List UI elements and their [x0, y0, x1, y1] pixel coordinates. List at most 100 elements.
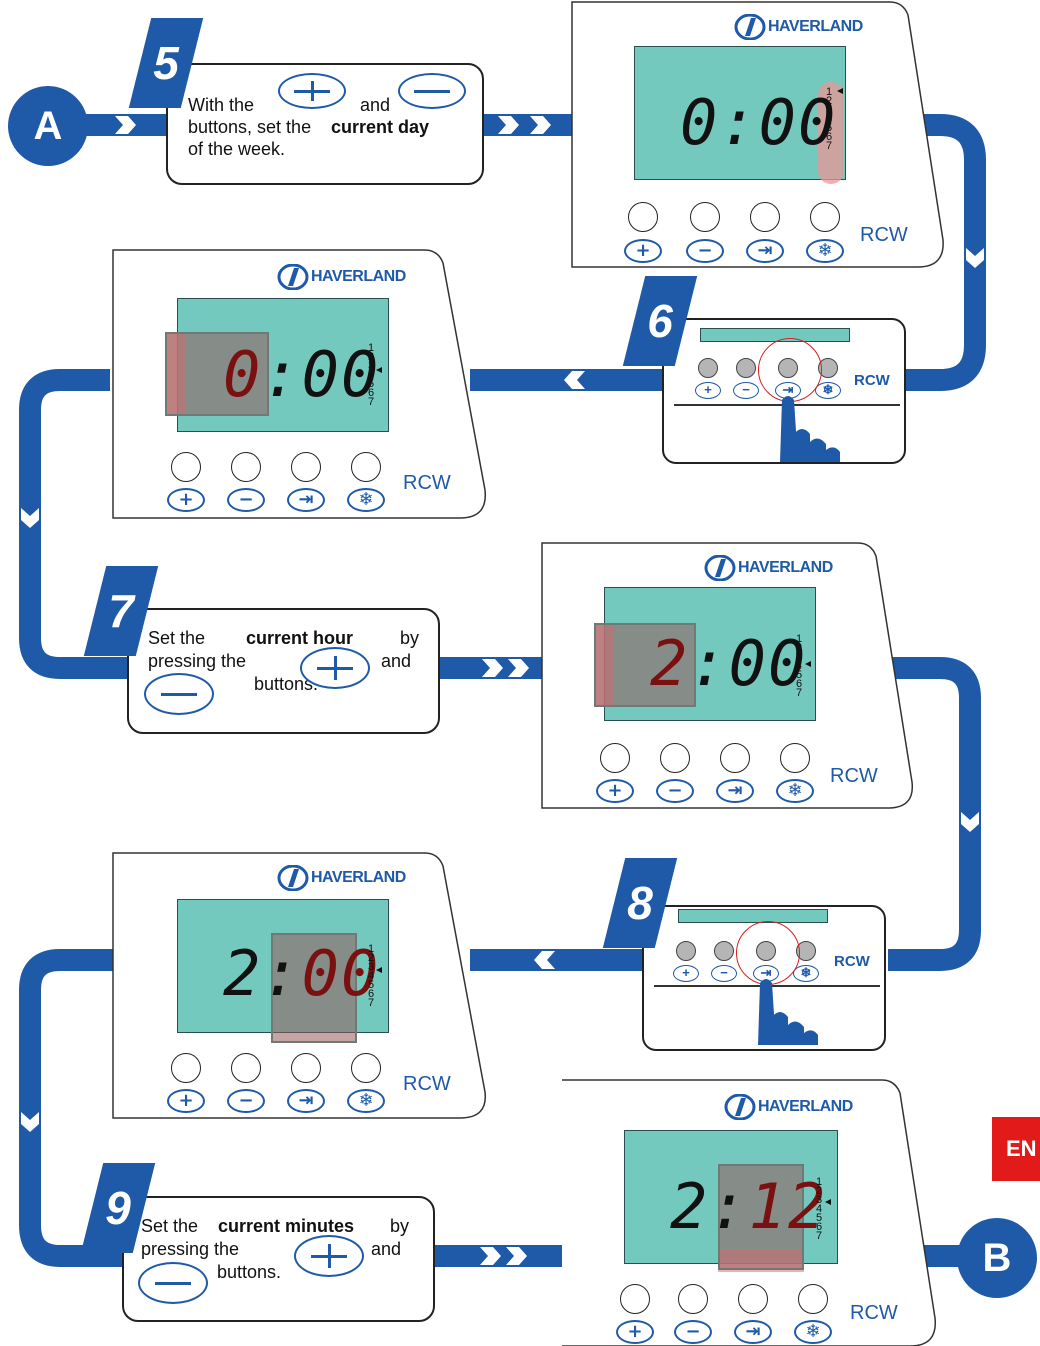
haverland-logo-icon	[277, 264, 309, 290]
plus-button[interactable]	[600, 743, 630, 773]
snowflake-icon: ❄	[347, 488, 385, 512]
day-indicator-highlight	[818, 82, 844, 184]
end-badge: B	[957, 1218, 1037, 1298]
snowflake-icon: ❄	[793, 965, 819, 982]
haverland-logo-icon	[704, 555, 736, 581]
snowflake-icon: ❄	[347, 1089, 385, 1113]
haverland-logo-icon	[734, 14, 766, 40]
snowflake-icon: ❄	[815, 382, 841, 399]
plus-button[interactable]	[620, 1284, 650, 1314]
model-label: RCW	[860, 224, 908, 246]
model-label: RCW	[850, 1302, 898, 1324]
chevron-left-icon	[534, 951, 555, 969]
brand-name: HAVERLAND	[738, 559, 833, 576]
haverland-logo-icon	[277, 865, 309, 891]
minus-button[interactable]	[231, 452, 261, 482]
lcd-time: 2:00	[650, 627, 808, 700]
model-label: RCW	[830, 765, 878, 787]
step-9-text-bold: current minutes	[218, 1216, 355, 1236]
plus-icon: +	[167, 1089, 205, 1113]
enter-icon: ⇥	[287, 488, 325, 512]
frost-button[interactable]	[351, 1053, 381, 1083]
plus-button[interactable]	[171, 1053, 201, 1083]
chevron-down-icon	[961, 812, 979, 832]
enter-button[interactable]	[750, 202, 780, 232]
pointing-hand-icon	[780, 396, 840, 462]
flow-path-5	[880, 657, 981, 971]
plus-icon: +	[624, 239, 662, 263]
plus-button-icon	[300, 647, 370, 689]
chevron-left-icon	[564, 371, 585, 389]
step-9-text-post: buttons.	[217, 1262, 282, 1282]
enter-icon: ⇥	[734, 1320, 772, 1344]
minus-button[interactable]	[690, 202, 720, 232]
plus-button[interactable]	[676, 941, 696, 961]
start-badge: A	[8, 86, 88, 166]
plus-icon: +	[695, 382, 721, 399]
minus-button[interactable]	[714, 941, 734, 961]
enter-button[interactable]	[738, 1284, 768, 1314]
hour-highlight	[594, 623, 696, 707]
step-7-text-press: pressing the	[148, 651, 247, 671]
lcd-time: 2:00	[223, 937, 381, 1010]
minus-button-icon	[138, 1262, 208, 1304]
snowflake-icon: ❄	[806, 239, 844, 263]
chevron-down-icon	[21, 508, 39, 528]
flow-path-7	[19, 949, 122, 1267]
brand-name: HAVERLAND	[758, 1098, 853, 1115]
step-6-zoom: + − ⇥ ❄ RCW	[662, 318, 906, 464]
minus-button[interactable]	[678, 1284, 708, 1314]
minus-button[interactable]	[231, 1053, 261, 1083]
minus-icon: −	[656, 779, 694, 803]
enter-icon: ⇥	[746, 239, 784, 263]
minus-icon: −	[674, 1320, 712, 1344]
enter-button[interactable]	[720, 743, 750, 773]
plus-icon: +	[616, 1320, 654, 1344]
step-7-text-post: buttons.	[254, 674, 319, 694]
minus-button-icon	[144, 673, 214, 715]
model-label: RCW	[403, 472, 451, 494]
step-5-text-post: of the week.	[188, 139, 286, 159]
plus-button[interactable]	[698, 358, 718, 378]
hour-highlight	[165, 332, 269, 416]
step-7-callout: Set the current hour by pressing the and…	[127, 608, 440, 734]
chevron-down-icon	[966, 248, 984, 268]
brand-name: HAVERLAND	[768, 18, 863, 35]
step-7-text-pre: Set the	[148, 628, 206, 648]
minus-button[interactable]	[736, 358, 756, 378]
frost-button[interactable]	[780, 743, 810, 773]
lcd-time: 2:12	[670, 1170, 828, 1243]
model-label: RCW	[403, 1073, 451, 1095]
minus-button[interactable]	[660, 743, 690, 773]
step-9-text-press: pressing the	[141, 1239, 240, 1259]
brand-name: HAVERLAND	[311, 268, 406, 285]
step-5-text-and: and	[360, 95, 391, 115]
pointing-hand-icon	[758, 979, 818, 1045]
plus-icon: +	[596, 779, 634, 803]
step-9-text-and: and	[371, 1239, 402, 1259]
enter-button[interactable]	[291, 1053, 321, 1083]
chevron-right-icon	[498, 116, 519, 134]
language-tab[interactable]: EN	[992, 1117, 1040, 1181]
plus-button[interactable]	[628, 202, 658, 232]
frost-button[interactable]	[810, 202, 840, 232]
flow-path-1	[905, 114, 986, 391]
minus-icon: −	[686, 239, 724, 263]
brand-name: HAVERLAND	[311, 869, 406, 886]
frost-button[interactable]	[798, 1284, 828, 1314]
step-9-text-pre: Set the	[141, 1216, 199, 1236]
frost-button[interactable]	[351, 452, 381, 482]
minus-icon: −	[733, 382, 759, 399]
snowflake-icon: ❄	[776, 779, 814, 803]
chevron-right-icon	[530, 116, 551, 134]
enter-button[interactable]	[291, 452, 321, 482]
step-5-text-pre: With the	[188, 95, 255, 115]
plus-button[interactable]	[171, 452, 201, 482]
step-7-text-bold: current hour	[246, 628, 354, 648]
